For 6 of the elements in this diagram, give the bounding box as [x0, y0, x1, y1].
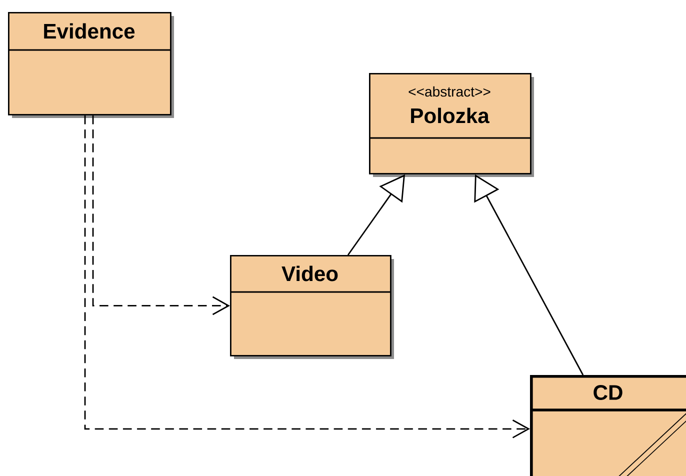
class-box: CD — [530, 375, 686, 476]
class-box: Video — [230, 255, 394, 359]
class-box: Evidence — [8, 12, 174, 118]
dependency-arrow — [92, 115, 230, 316]
class-box: <<abstract>> Polozka — [369, 73, 534, 177]
dependency-arrow — [84, 115, 530, 438]
